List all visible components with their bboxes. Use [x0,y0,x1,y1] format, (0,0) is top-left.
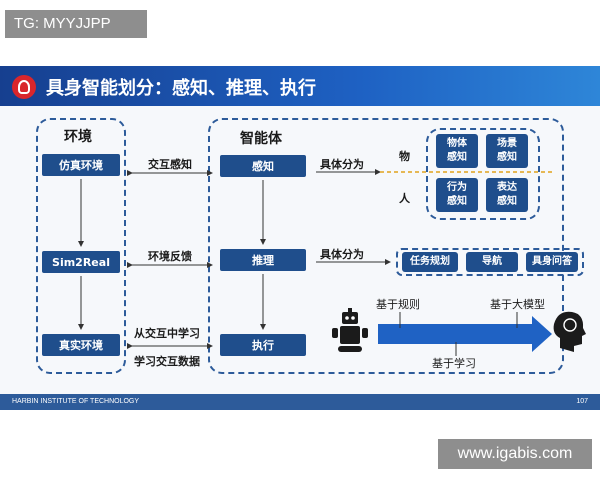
slide-footer: HARBIN INSTITUTE OF TECHNOLOGY 107 [0,394,600,410]
link-label-learn-from-interaction: 从交互中学习 [134,327,200,340]
perception-item-behavior: 行为 感知 [436,178,478,212]
brain-head-icon [553,311,586,352]
link-label-interactive-perception: 交互感知 [148,158,192,171]
environment-title: 环境 [64,129,92,145]
env-box-sim2real: Sim2Real [42,251,120,273]
environment-panel [36,118,126,374]
link-label-env-feedback: 环境反馈 [148,250,192,263]
link-label-learn-interaction-data: 学习交互数据 [134,355,200,368]
perception-item-behavior-label: 行为 感知 [447,182,467,207]
row-label-object: 物 [399,150,410,163]
perception-split-label: 具体分为 [320,158,364,171]
watermark: www.igabis.com [438,439,592,469]
execution-label-rule-based: 基于规则 [376,298,420,311]
reasoning-items-panel [396,248,584,276]
agent-panel [208,118,564,374]
footer-page-number: 107 [576,398,588,405]
perception-item-scene: 场景 感知 [486,134,528,168]
execution-label-learning-based: 基于学习 [432,357,476,370]
perception-item-expression-label: 表达 感知 [497,182,517,207]
overlay-tag: TG: MYYJJPP [5,10,147,38]
reasoning-item-task-planning: 任务规划 [402,252,458,272]
perception-item-scene-label: 场景 感知 [497,138,517,163]
perception-item-object-label: 物体 感知 [447,138,467,163]
title-bar: 具身智能划分：感知、推理、执行 [0,66,600,106]
footer-institution: HARBIN INSTITUTE OF TECHNOLOGY [12,398,140,405]
perception-items-panel [426,128,540,220]
execution-label-large-model: 基于大模型 [490,298,545,311]
agent-title: 智能体 [240,131,282,147]
connector-layer [78,169,586,356]
row-label-human: 人 [399,192,410,205]
slide: 具身智能划分：感知、推理、执行 环境 仿真环境 Sim2Real 真实环境 交互… [0,66,600,410]
env-box-simulation: 仿真环境 [42,154,120,176]
reasoning-item-navigation: 导航 [466,252,518,272]
reasoning-split-label: 具体分为 [320,248,364,261]
agent-box-perception: 感知 [220,155,306,177]
robot-icon [332,308,368,352]
university-logo-icon [12,75,36,99]
reasoning-item-embodied-qa: 具身问答 [526,252,578,272]
slide-title: 具身智能划分：感知、推理、执行 [46,78,316,99]
perception-item-expression: 表达 感知 [486,178,528,212]
perception-item-object: 物体 感知 [436,134,478,168]
execution-progress-arrow [378,316,552,352]
agent-box-execution: 执行 [220,334,306,356]
agent-box-reasoning: 推理 [220,249,306,271]
env-box-real: 真实环境 [42,334,120,356]
